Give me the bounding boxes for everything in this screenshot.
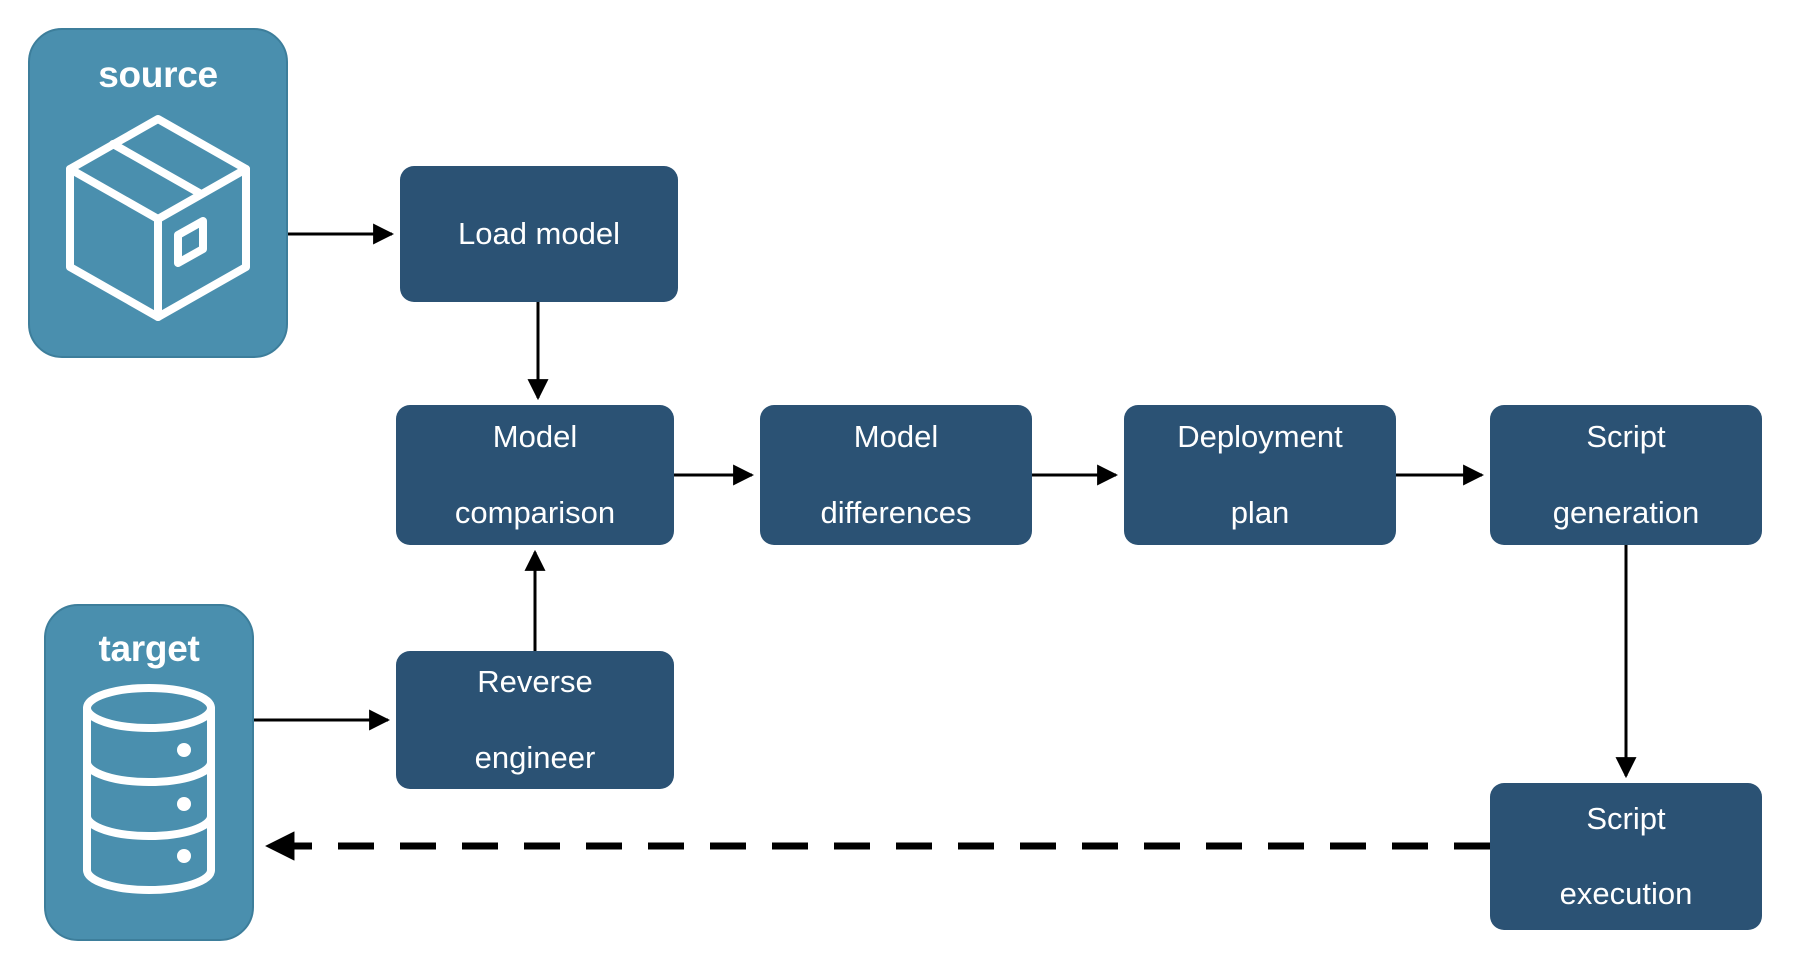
node-reverse-engineer[interactable]: Reverse engineer — [396, 651, 674, 789]
label-line-1: Model — [853, 419, 939, 455]
node-source[interactable]: source — [28, 28, 288, 358]
node-target[interactable]: target — [44, 604, 254, 941]
label-line-1: Model — [492, 419, 578, 455]
label-line-2: execution — [1559, 876, 1693, 912]
node-script-generation[interactable]: Script generation — [1490, 405, 1762, 545]
label-line-1: Script — [1586, 800, 1666, 836]
node-deployment-plan[interactable]: Deployment plan — [1124, 405, 1396, 545]
label-line-2: comparison — [454, 494, 616, 530]
node-deployment-plan-label: Deployment plan — [1134, 418, 1386, 531]
node-script-execution-label: Script execution — [1500, 800, 1752, 913]
node-script-execution[interactable]: Script execution — [1490, 783, 1762, 930]
node-model-differences[interactable]: Model differences — [760, 405, 1032, 545]
node-load-model[interactable]: Load model — [400, 166, 678, 302]
package-box-icon — [58, 107, 258, 332]
node-target-label: target — [98, 628, 200, 669]
node-model-comparison-label: Model comparison — [406, 418, 664, 531]
label-line-2: generation — [1552, 494, 1700, 530]
label-line-1: Deployment — [1177, 419, 1343, 455]
node-reverse-engineer-label: Reverse engineer — [406, 663, 664, 776]
node-load-model-label: Load model — [457, 216, 620, 252]
label-line-2: differences — [820, 494, 972, 530]
node-model-differences-label: Model differences — [770, 418, 1022, 531]
label-line-2: plan — [1230, 494, 1290, 530]
database-cylinder-icon — [74, 683, 224, 900]
label-line-2: engineer — [474, 739, 596, 775]
node-source-label: source — [98, 54, 218, 95]
label-line-1: Reverse — [477, 664, 593, 700]
label-line-1: Script — [1586, 419, 1666, 455]
node-model-comparison[interactable]: Model comparison — [396, 405, 674, 545]
node-script-generation-label: Script generation — [1500, 418, 1752, 531]
